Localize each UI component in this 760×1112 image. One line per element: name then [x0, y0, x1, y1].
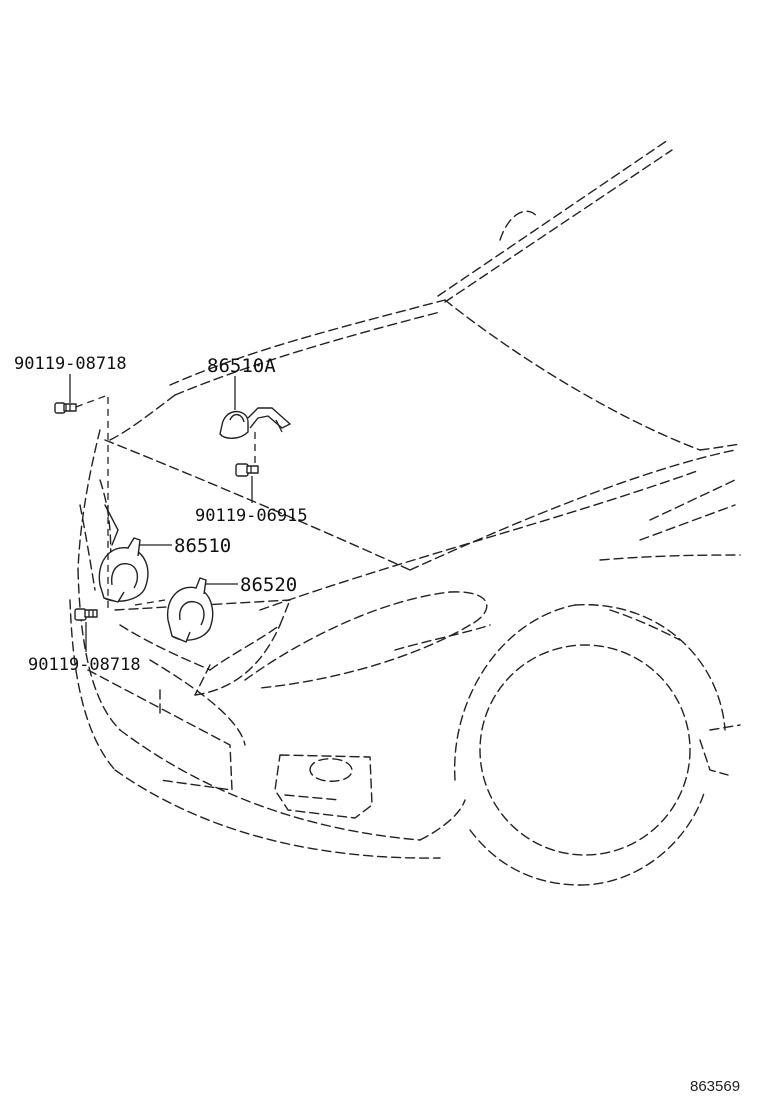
bolt-bracket-icon[interactable]	[235, 463, 259, 477]
label-bolt-bracket: 90119-06915	[195, 506, 308, 526]
bolt-upper-left-icon[interactable]	[54, 402, 77, 414]
bolt-lower-left-icon[interactable]	[74, 608, 98, 621]
leader-lines	[69, 374, 256, 652]
label-horn-bracket: 86510A	[207, 355, 276, 377]
label-horn-high: 86510	[174, 535, 231, 557]
vehicle-outline	[69, 139, 741, 886]
illustration-id: 863569	[690, 1078, 740, 1095]
label-bolt-lower-left: 90119-08718	[28, 655, 141, 675]
label-bolt-upper-left: 90119-08718	[14, 354, 127, 374]
label-horn-low: 86520	[240, 574, 297, 596]
horn-low-icon[interactable]	[166, 577, 214, 643]
horn-bracket-icon[interactable]	[219, 407, 291, 439]
horn-high-icon[interactable]	[98, 537, 149, 603]
